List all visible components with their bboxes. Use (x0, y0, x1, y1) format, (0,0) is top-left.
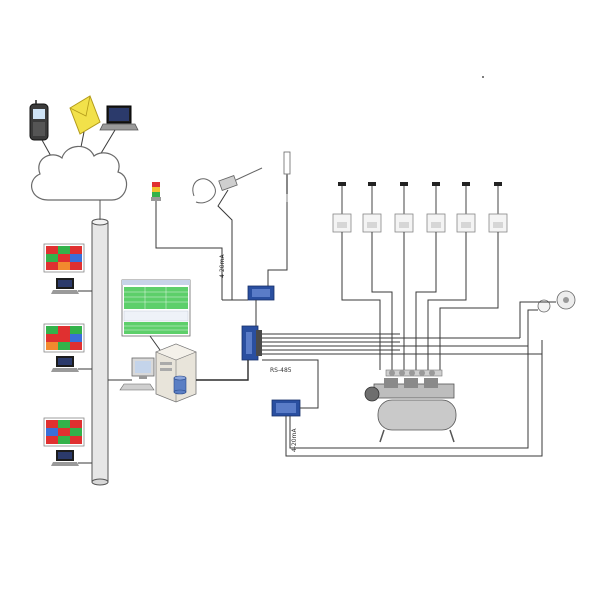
marker-dot (482, 76, 484, 78)
heatmap-screen (43, 323, 85, 353)
pressure-sensor-cable (267, 202, 288, 290)
bottom-module-to-sensor (285, 340, 543, 457)
heatmap-screen (43, 417, 85, 447)
bottom-module-cable-2 (289, 340, 529, 449)
rs485-bus-bundle (262, 333, 542, 355)
client-workstation-1 (43, 243, 92, 294)
probe-cable (217, 189, 233, 300)
analog-signal-label-bottom: 4-20mA (291, 428, 298, 452)
air-compressor-icon (364, 378, 457, 443)
cloud-icon (31, 145, 128, 201)
valve-sensor-4 (415, 182, 446, 370)
analog-input-module-bottom (271, 399, 301, 417)
pressure-sensor-probe-icon (283, 151, 291, 202)
laptop-link (99, 129, 116, 156)
temperature-probe-icon (192, 167, 263, 204)
pressure-gauge-icon (556, 290, 576, 310)
laptop-icon (51, 356, 79, 372)
mobile-phone-icon (29, 100, 49, 141)
valve-sensor-5 (427, 182, 476, 370)
laptop-icon (51, 450, 79, 466)
valve-sensor-3 (394, 182, 414, 370)
network-bus-pipe (91, 200, 109, 486)
tower-light-cable (155, 201, 223, 300)
gauge-line-2 (527, 309, 538, 340)
valve-sensor-1 (332, 182, 381, 370)
software-screenshot-window (121, 279, 191, 337)
heatmap-screen (43, 243, 85, 273)
bottom-module-bus (262, 359, 319, 409)
gauge-line-1 (519, 301, 556, 338)
workstation-monitor-icon (119, 357, 155, 391)
client-workstation-2 (43, 323, 92, 372)
rs485-converter-module (241, 325, 262, 361)
rs485-label: RS-485 (270, 367, 292, 374)
valve-sensor-6 (439, 182, 508, 370)
client-workstation-3 (43, 417, 92, 466)
server-to-converter (196, 360, 249, 381)
analog-input-module-top (247, 285, 275, 301)
analog-signal-label-left: 4-20mA (219, 254, 226, 278)
signal-tower-light-icon (151, 182, 161, 201)
envelope-icon (69, 95, 101, 135)
valve-sensor-2 (362, 182, 393, 370)
laptop-icon (51, 278, 79, 294)
server-icon (155, 343, 197, 403)
server-to-window (149, 335, 161, 351)
manifold-valves (385, 369, 443, 377)
pressure-gauge-icon-small (537, 299, 551, 313)
database-icon (173, 375, 187, 395)
laptop-icon (99, 105, 139, 131)
